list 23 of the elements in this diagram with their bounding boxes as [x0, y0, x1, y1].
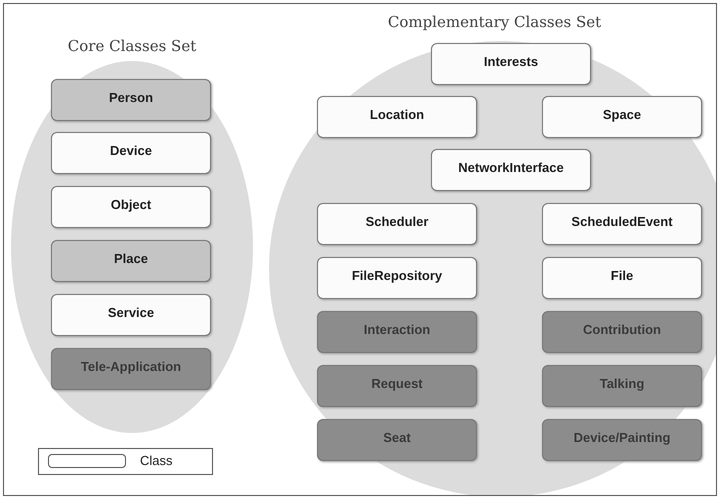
class-box: Talking [542, 365, 702, 407]
set-heading: Complementary Classes Set [386, 13, 602, 31]
class-box: Space [542, 96, 702, 138]
class-box: Interaction [317, 311, 477, 353]
class-box: Interests [431, 43, 591, 85]
class-box: Request [317, 365, 477, 407]
class-box: Object [51, 186, 211, 228]
class-box: Place [51, 240, 211, 282]
legend-label: Class [140, 453, 173, 468]
class-box: FileRepository [317, 257, 477, 299]
class-box: Device [51, 132, 211, 174]
class-box: NetworkInterface [431, 149, 591, 191]
set-heading: Core Classes Set [66, 37, 198, 55]
class-box: Location [317, 96, 477, 138]
class-box: Contribution [542, 311, 702, 353]
class-box: Scheduler [317, 203, 477, 245]
class-box: Service [51, 294, 211, 336]
class-box: File [542, 257, 702, 299]
class-box: Tele-Application [51, 348, 211, 390]
class-box: Seat [317, 419, 477, 461]
class-box: ScheduledEvent [542, 203, 702, 245]
class-box: Device/Painting [542, 419, 702, 461]
class-box: Person [51, 79, 211, 121]
